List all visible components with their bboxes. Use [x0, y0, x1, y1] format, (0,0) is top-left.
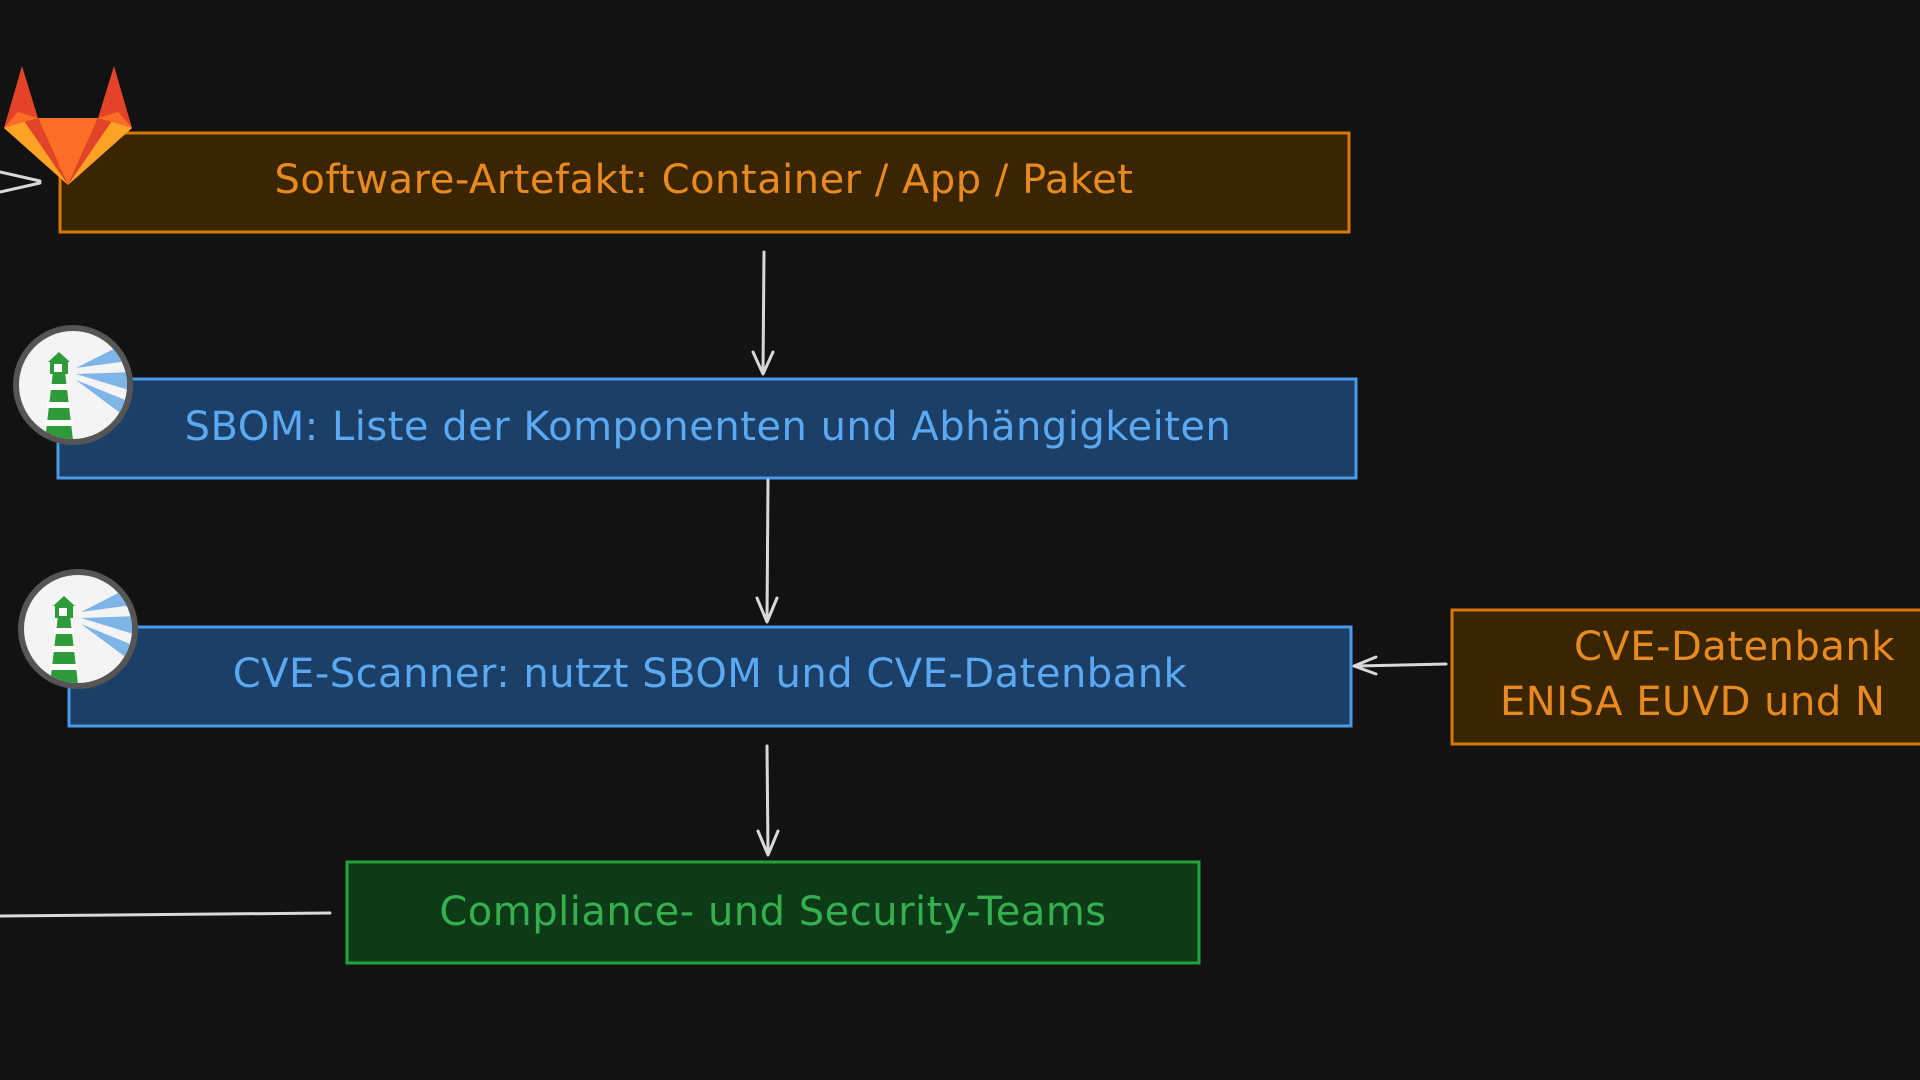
node-sbom-label: SBOM: Liste der Komponenten und Abhängig… — [185, 404, 1232, 450]
edge-cvedb-to-scanner — [1352, 655, 1448, 676]
node-compliance-label: Compliance- und Security-Teams — [439, 889, 1106, 935]
node-artifact-box — [58, 131, 1351, 234]
node-sbom[interactable]: SBOM: Liste der Komponenten und Abhängig… — [56, 377, 1358, 480]
node-scanner[interactable]: CVE-Scanner: nutzt SBOM und CVE-Datenban… — [67, 625, 1353, 728]
gitlab-logo-icon — [4, 66, 132, 185]
node-compliance-box — [345, 860, 1201, 965]
edge-sbom-to-scanner — [755, 478, 779, 624]
edge-artifact-to-sbom — [751, 250, 775, 376]
node-cve-db-box — [1450, 608, 1920, 746]
node-cve-db[interactable]: CVE-Datenbank ENISA EUVD und N — [1450, 608, 1920, 746]
node-scanner-label: CVE-Scanner: nutzt SBOM und CVE-Datenban… — [233, 651, 1188, 697]
edge-scanner-to-compliance — [756, 744, 780, 857]
edge-left-into-artifact — [0, 170, 42, 194]
node-compliance[interactable]: Compliance- und Security-Teams — [345, 860, 1201, 965]
node-scanner-box — [67, 625, 1353, 728]
edge-compliance-to-left — [0, 911, 332, 918]
lighthouse-icon — [18, 569, 138, 689]
node-sbom-box — [56, 377, 1358, 480]
node-cve-db-line2: ENISA EUVD und N — [1500, 679, 1885, 725]
node-artifact-label: Software-Artefakt: Container / App / Pak… — [275, 157, 1134, 203]
lighthouse-icon — [13, 325, 133, 445]
node-artifact[interactable]: Software-Artefakt: Container / App / Pak… — [58, 131, 1351, 234]
node-cve-db-line1: CVE-Datenbank — [1574, 624, 1895, 670]
